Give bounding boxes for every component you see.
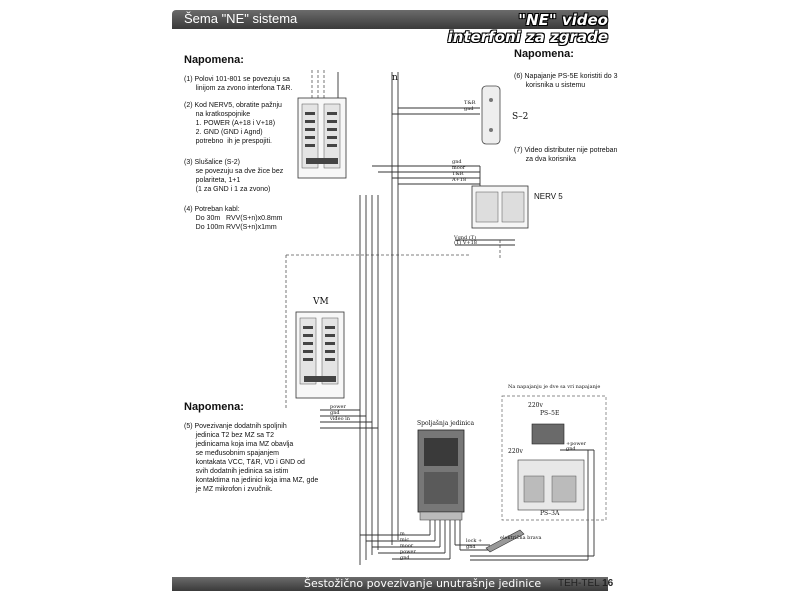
page-number: 16 [602, 578, 614, 589]
wire-label: mic [400, 537, 410, 543]
note-1: (1) Polovi 101-801 se povezuju sa linijo… [184, 76, 293, 92]
note-7: (7) Video distributer nije potreban za d… [514, 147, 618, 163]
wire-label: m [400, 531, 405, 537]
wire-label: moor [400, 543, 414, 549]
label-ps3a: PS–3A [540, 510, 560, 517]
wire-label: gnd [400, 555, 410, 561]
notes-top-heading: Napomena: [184, 54, 244, 66]
note-2: (2) Kod NERV5, obratite pažnju na kratko… [184, 102, 282, 145]
wire-label: A+18 [452, 177, 467, 183]
wire-label: T&R [452, 171, 464, 177]
label-s2: S–2 [512, 112, 529, 122]
electric-lock [485, 529, 525, 553]
wire-label: lock + [466, 538, 483, 544]
note-4: (4) Potreban kabl: Do 30m RVV(S+n)x0.8mm… [184, 206, 283, 231]
label-vm: VM [313, 297, 329, 307]
footer-brand: TEH-TEL [558, 578, 600, 589]
outdoor-unit [417, 429, 465, 521]
label-ps5e: PS–5E [540, 410, 560, 417]
wire-label: T&R [464, 100, 476, 106]
brand-title: "NE" video interfoni za zgrade [448, 12, 608, 46]
label-ps-note: Na napajanju je dve sa vri napajanje [508, 384, 601, 390]
monitor-nerv5 [471, 185, 529, 229]
wire-label: (T) V+18 [454, 240, 477, 246]
notes-bottom-heading: Napomena: [184, 401, 244, 413]
handset-s2 [481, 85, 501, 145]
wire-label: gnd [464, 106, 474, 112]
header-bar: Šema "NE" sistema [172, 10, 608, 29]
label-n: n [392, 73, 398, 83]
brand-line-2: interfoni za zgrade [447, 28, 608, 46]
notes-right-heading: Napomena: [514, 48, 574, 60]
wire-labels-lock: lock + gnd [466, 538, 482, 550]
wire-label: Vgnd (T) [454, 235, 477, 241]
wire-label: gnd [466, 544, 476, 550]
note-6: (6) Napajanje PS-5E koristiti do 3 koris… [514, 73, 618, 89]
note-5: (5) Povezivanje dodatnih spoljnih jedini… [184, 423, 319, 493]
wire-labels-bottom: m mic moor power gnd [400, 531, 416, 561]
wire-label: video in [330, 416, 351, 422]
brand-line-1: "NE" video [518, 11, 608, 29]
wire-label: gnd [566, 446, 576, 452]
wire-label: power [400, 549, 416, 555]
video-distributor-vm [295, 311, 345, 399]
wire-label: gnd [330, 410, 340, 416]
footer-bar: Šestožično povezivanje unutrašnje jedini… [172, 577, 608, 591]
wire-label: +power [566, 441, 587, 447]
wire-label: gnd [452, 159, 462, 165]
page-title: Šema "NE" sistema [184, 11, 298, 26]
wire-labels-nerv-out: Vgnd (T) (T) V+18 [454, 236, 477, 246]
wire-label: moor [452, 165, 466, 171]
label-220v-top: 220v [528, 402, 543, 409]
wire-labels-vm: power gnd video in [330, 404, 350, 422]
wire-labels-s2: T&R gnd [464, 100, 476, 112]
wire-label: power [330, 404, 346, 410]
note-3: (3) Slušalice (S-2) se povezuju sa dve ž… [184, 159, 284, 193]
video-distributor-top [297, 97, 347, 179]
label-220v-bottom: 220v [508, 448, 523, 455]
wire-labels-ps: +power gnd [566, 442, 586, 452]
wire-labels-nerv: gnd moor T&R A+18 [452, 159, 466, 183]
label-outdoor: Spoljašnja jedinica [417, 420, 475, 427]
footer-brand-group: TEH-TEL 16 [558, 578, 613, 589]
label-nerv5: NERV 5 [534, 192, 563, 201]
footer-title: Šestožično povezivanje unutrašnje jedini… [304, 577, 542, 590]
power-supply-group [501, 395, 607, 521]
label-lock: električna brava [500, 535, 542, 541]
